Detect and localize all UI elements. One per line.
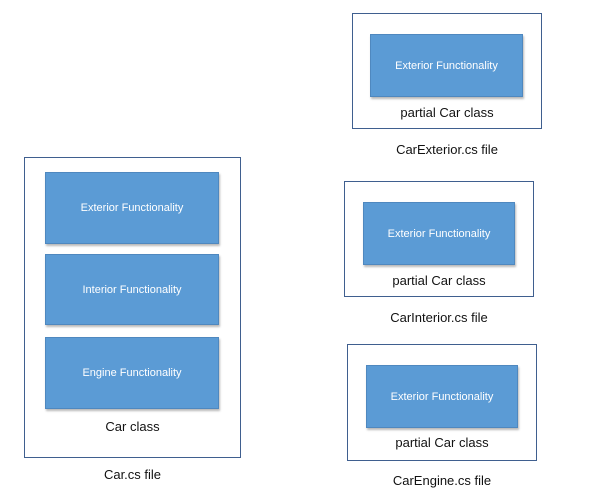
car-exterior-block: Exterior Functionality <box>45 172 219 244</box>
partial-exterior-block: Exterior Functionality <box>370 34 523 97</box>
partial-interior-label: partial Car class <box>392 273 486 288</box>
partial-engine-file-label: CarEngine.cs file <box>392 473 492 488</box>
partial-interior-file-label: CarInterior.cs file <box>390 310 488 325</box>
partial-engine-block: Exterior Functionality <box>366 365 518 428</box>
car-engine-block: Engine Functionality <box>45 337 219 409</box>
partial-engine-label: partial Car class <box>395 435 489 450</box>
partial-interior-block: Exterior Functionality <box>363 202 515 265</box>
partial-exterior-label: partial Car class <box>400 105 494 120</box>
car-interior-block: Interior Functionality <box>45 254 219 325</box>
car-class-label: Car class <box>105 419 160 434</box>
partial-exterior-file-label: CarExterior.cs file <box>396 142 498 157</box>
car-file-label: Car.cs file <box>103 467 162 482</box>
